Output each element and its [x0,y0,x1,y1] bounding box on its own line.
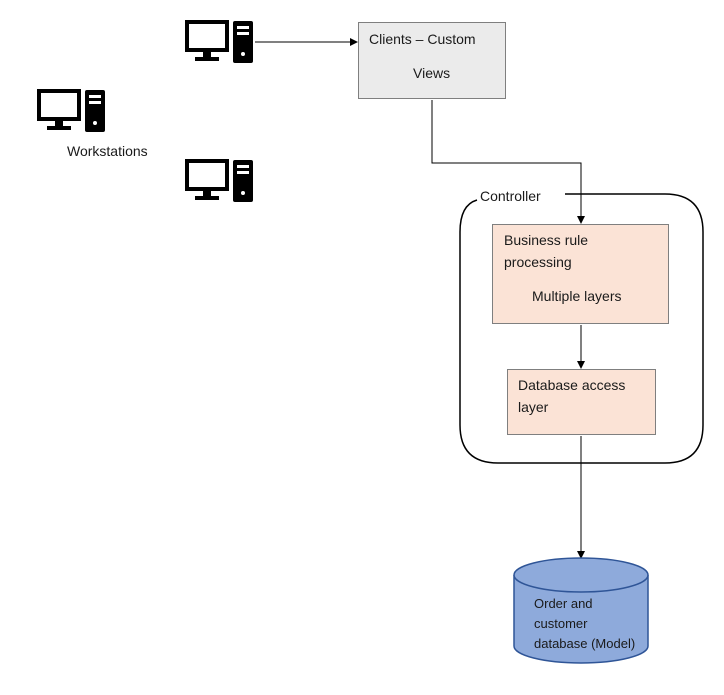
clients-title: Clients – Custom [369,31,476,47]
business-rule-line2: processing [504,254,572,270]
controller-container [459,193,704,464]
workstation-icon [185,20,253,63]
database-line2: customer [534,616,588,631]
workstation-icon [37,89,105,132]
clients-to-controller-arrow [431,100,585,224]
workstation-icon [185,159,253,202]
database-line3: database (Model) [534,636,636,651]
business-rule-line1: Business rule [504,232,589,248]
clients-subtitle: Views [413,65,451,81]
database-line1: Order and [534,596,593,611]
database-label: Order and customer database (Model) [534,594,635,654]
business-rule-line3: Multiple layers [532,288,622,304]
database-cylinder [513,557,649,664]
database-access-box: Database access layer [507,369,656,435]
database-access-line2: layer [518,399,549,415]
workstations-label: Workstations [67,143,148,159]
database-access-line1: Database access [518,377,626,393]
business-rule-box: Business rule processing Multiple layers [492,224,669,324]
clients-views-box: Clients – Custom Views [358,22,506,99]
controller-label: Controller [480,188,541,204]
